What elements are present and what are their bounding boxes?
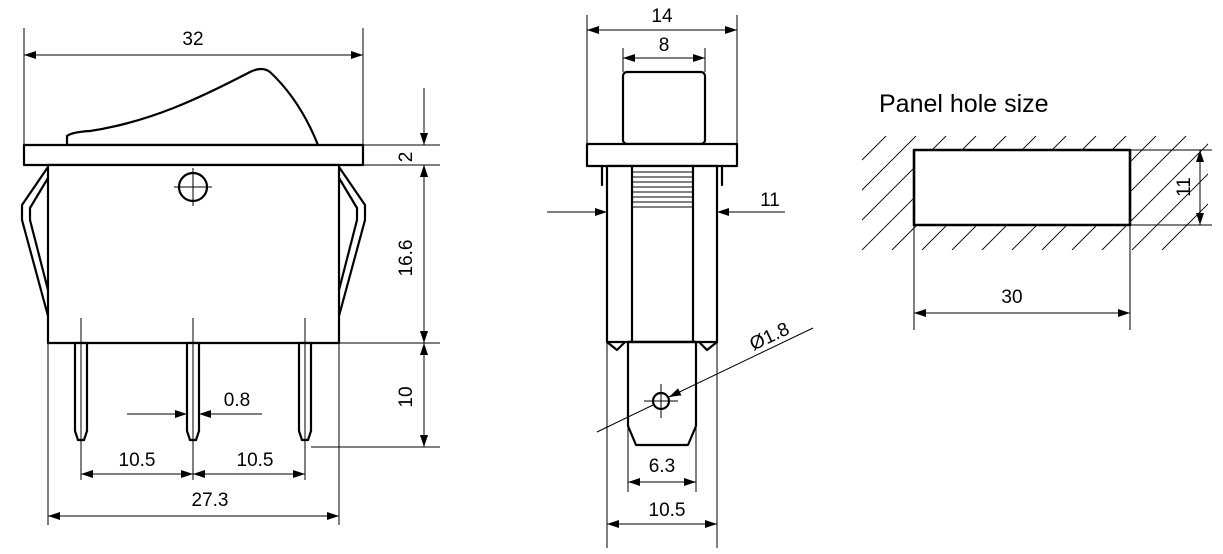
panel-hatching (862, 136, 1208, 250)
dim-hole-width: 30 (1001, 287, 1022, 308)
front-view: 32 2 16.6 10 0.8 10.5 10.5 27.3 (20, 28, 440, 525)
side-view: 14 8 11 Ø1.8 6.3 10.5 (547, 6, 814, 548)
dim-pin-width: 0.8 (224, 390, 250, 411)
dim-terminal-base-width: 10.5 (649, 500, 686, 521)
left-spring-clip (20, 165, 50, 318)
panel-hole-cutout (912, 148, 1132, 227)
dim-line-hole-diameter (668, 327, 814, 398)
dim-overall-width: 32 (182, 29, 203, 50)
rocker-side (621, 70, 707, 146)
panel-hole-view: Panel hole size 11 30 (862, 90, 1212, 330)
dim-flange-width: 14 (651, 6, 673, 27)
right-spring-clip (337, 165, 367, 318)
dim-body-height: 16.6 (396, 240, 417, 277)
dim-hole-diameter: Ø1.8 (747, 319, 793, 355)
switch-flange (22, 143, 365, 167)
left-spring-clip-inner (28, 176, 50, 292)
grip-ribs (632, 171, 693, 208)
dim-pin-span: 27.3 (192, 490, 229, 511)
dim-body-width: 11 (760, 190, 780, 211)
dim-rocker-width: 8 (659, 35, 670, 56)
panel-hole-title: Panel hole size (879, 90, 1049, 118)
dim-pin-pitch-right: 10.5 (237, 450, 274, 471)
dim-terminal-width: 6.3 (649, 456, 675, 477)
right-spring-clip-inner (337, 176, 359, 292)
side-body (605, 164, 719, 344)
dim-pin-pitch-left: 10.5 (119, 450, 156, 471)
rocker-actuator (65, 67, 320, 147)
side-flange (585, 142, 739, 168)
dim-pin-length: 10 (396, 386, 417, 407)
dim-flange-thickness: 2 (396, 152, 417, 163)
dim-hole-height: 11 (1174, 177, 1195, 197)
